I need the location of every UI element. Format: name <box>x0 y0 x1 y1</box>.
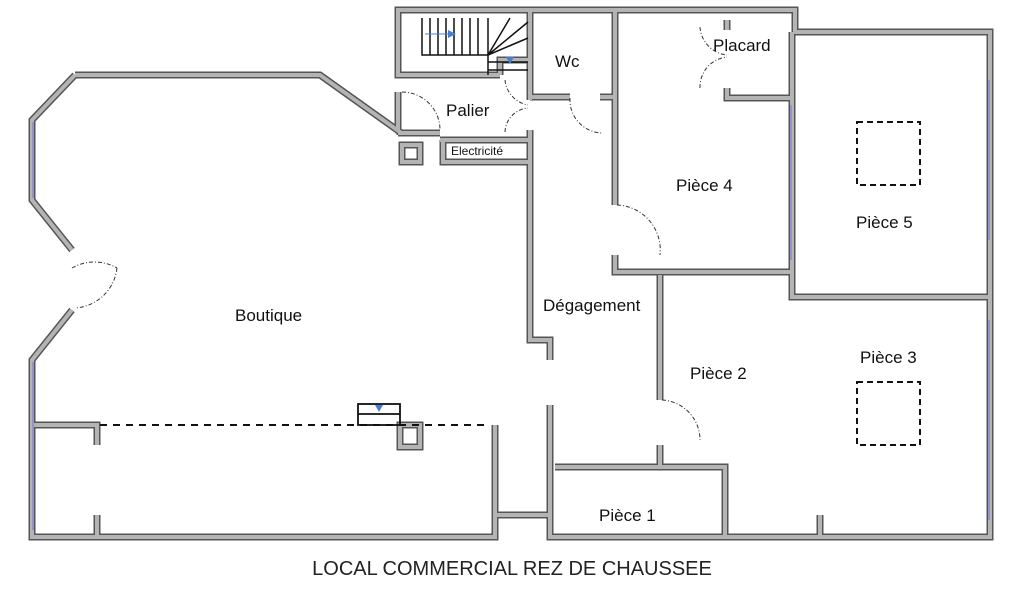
wall-outline <box>28 307 499 541</box>
skylight-piece3 <box>856 381 921 446</box>
room-label-piece3: Pièce 3 <box>860 348 917 367</box>
room-label-placard: Placard <box>713 36 771 55</box>
room-label-wc: Wc <box>555 52 580 71</box>
skylight-piece5 <box>856 121 921 186</box>
wall <box>613 255 790 274</box>
wall-outline <box>32 421 101 445</box>
wall <box>528 130 552 360</box>
stair-icon-boutique <box>357 403 401 426</box>
room-label-piece5: Pièce 5 <box>856 213 913 232</box>
wall <box>725 88 792 100</box>
room-label-piece1: Pièce 1 <box>599 506 656 525</box>
wall <box>396 8 992 539</box>
wall-outline <box>611 255 790 276</box>
wall-outline <box>396 421 424 451</box>
room-label-degagement: Dégagement <box>543 296 641 315</box>
wall-outline <box>75 71 404 135</box>
wall <box>790 32 990 299</box>
wall <box>32 423 99 445</box>
walls <box>28 6 994 541</box>
wall <box>555 465 727 537</box>
wall-outline <box>788 32 990 301</box>
room-label-piece2: Pièce 2 <box>690 364 747 383</box>
plan-title: LOCAL COMMERCIAL REZ DE CHAUSSEE <box>312 558 712 580</box>
wall-outline <box>555 463 729 537</box>
wall <box>30 73 77 252</box>
room-label-piece4: Pièce 4 <box>676 176 733 195</box>
room-label-electricite: Electricité <box>451 144 504 158</box>
wall <box>75 73 402 135</box>
wall <box>440 138 532 164</box>
door-swings <box>71 26 728 441</box>
wall-outline <box>398 141 424 166</box>
staircase <box>421 17 529 75</box>
room-label-palier: Palier <box>446 101 490 120</box>
room-label-boutique: Boutique <box>235 306 303 325</box>
wall <box>400 143 422 164</box>
wall <box>30 308 497 539</box>
